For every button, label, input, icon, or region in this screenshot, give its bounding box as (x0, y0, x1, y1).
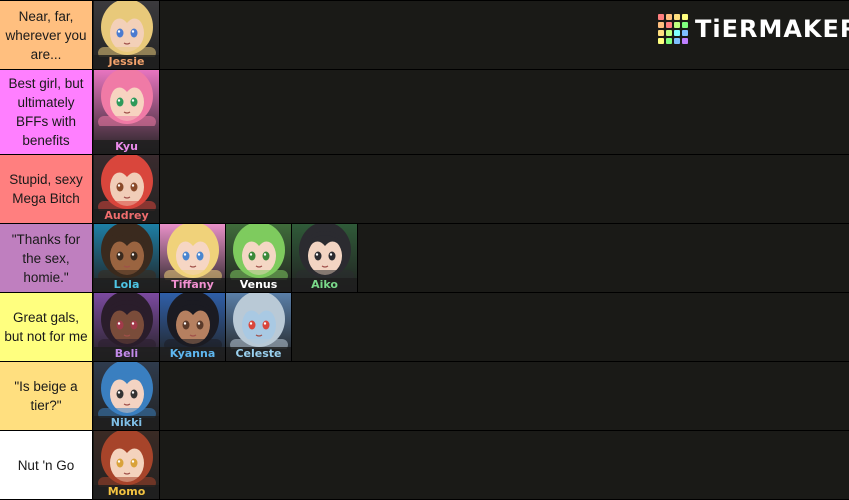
character-portrait (164, 293, 222, 349)
character-portrait (164, 224, 222, 280)
character-card[interactable]: Celeste (226, 293, 292, 361)
tier-items: Audrey (94, 155, 849, 223)
character-card[interactable]: Kyanna (160, 293, 226, 361)
character-card[interactable]: Beli (94, 293, 160, 361)
character-portrait (98, 1, 156, 57)
character-name: Beli (94, 347, 159, 361)
character-name: Lola (94, 278, 159, 292)
character-portrait (98, 362, 156, 418)
logo-square (674, 14, 680, 20)
character-name: Celeste (226, 347, 291, 361)
character-name: Kyanna (160, 347, 225, 361)
logo-square (666, 38, 672, 44)
character-portrait (296, 224, 354, 280)
tier-label[interactable]: Nut 'n Go (0, 431, 93, 499)
logo-grid-icon (658, 14, 688, 44)
character-portrait (98, 155, 156, 211)
character-card[interactable]: Tiffany (160, 224, 226, 292)
logo-square (682, 22, 688, 28)
logo-square (674, 22, 680, 28)
tier-items: Nikki (94, 362, 849, 430)
character-portrait (98, 70, 156, 126)
logo-square (666, 14, 672, 20)
logo-square (674, 30, 680, 36)
character-name: Venus (226, 278, 291, 292)
character-card[interactable]: Lola (94, 224, 160, 292)
character-card[interactable]: Momo (94, 431, 160, 499)
logo-square (666, 22, 672, 28)
tier-row: Near, far, wherever you are...Jessie (0, 0, 849, 70)
tier-items: Kyu (94, 70, 849, 154)
tier-row: "Is beige a tier?"Nikki (0, 361, 849, 431)
character-portrait (98, 224, 156, 280)
tier-items: Jessie (94, 1, 849, 69)
character-name: Nikki (94, 416, 159, 430)
tier-label[interactable]: Near, far, wherever you are... (0, 1, 93, 69)
tier-label[interactable]: Best girl, but ultimately BFFs with bene… (0, 70, 93, 154)
character-name: Aiko (292, 278, 357, 292)
tier-label[interactable]: Stupid, sexy Mega Bitch (0, 155, 93, 223)
character-name: Tiffany (160, 278, 225, 292)
character-portrait (230, 224, 288, 280)
character-card[interactable]: Audrey (94, 155, 160, 223)
character-card[interactable]: Nikki (94, 362, 160, 430)
logo-square (682, 30, 688, 36)
logo-square (674, 38, 680, 44)
character-name: Audrey (94, 209, 159, 223)
logo-square (658, 14, 664, 20)
character-portrait (98, 431, 156, 487)
tiermaker-logo[interactable]: TiERMAKER (658, 14, 849, 44)
tier-label[interactable]: "Is beige a tier?" (0, 362, 93, 430)
tier-label[interactable]: "Thanks for the sex, homie." (0, 224, 93, 292)
logo-square (658, 38, 664, 44)
tier-label[interactable]: Great gals, but not for me (0, 293, 93, 361)
logo-square (682, 14, 688, 20)
character-portrait (230, 293, 288, 349)
logo-square (658, 30, 664, 36)
character-card[interactable]: Venus (226, 224, 292, 292)
character-card[interactable]: Kyu (94, 70, 160, 154)
character-name: Kyu (94, 140, 159, 154)
character-card[interactable]: Jessie (94, 1, 160, 69)
character-card[interactable]: Aiko (292, 224, 358, 292)
logo-square (682, 38, 688, 44)
character-portrait (98, 293, 156, 349)
logo-square (658, 22, 664, 28)
logo-square (666, 30, 672, 36)
logo-text: TiERMAKER (695, 15, 849, 43)
tier-row: Best girl, but ultimately BFFs with bene… (0, 69, 849, 155)
character-name: Jessie (94, 55, 159, 69)
character-name: Momo (94, 485, 159, 499)
tier-items: Momo (94, 431, 849, 499)
